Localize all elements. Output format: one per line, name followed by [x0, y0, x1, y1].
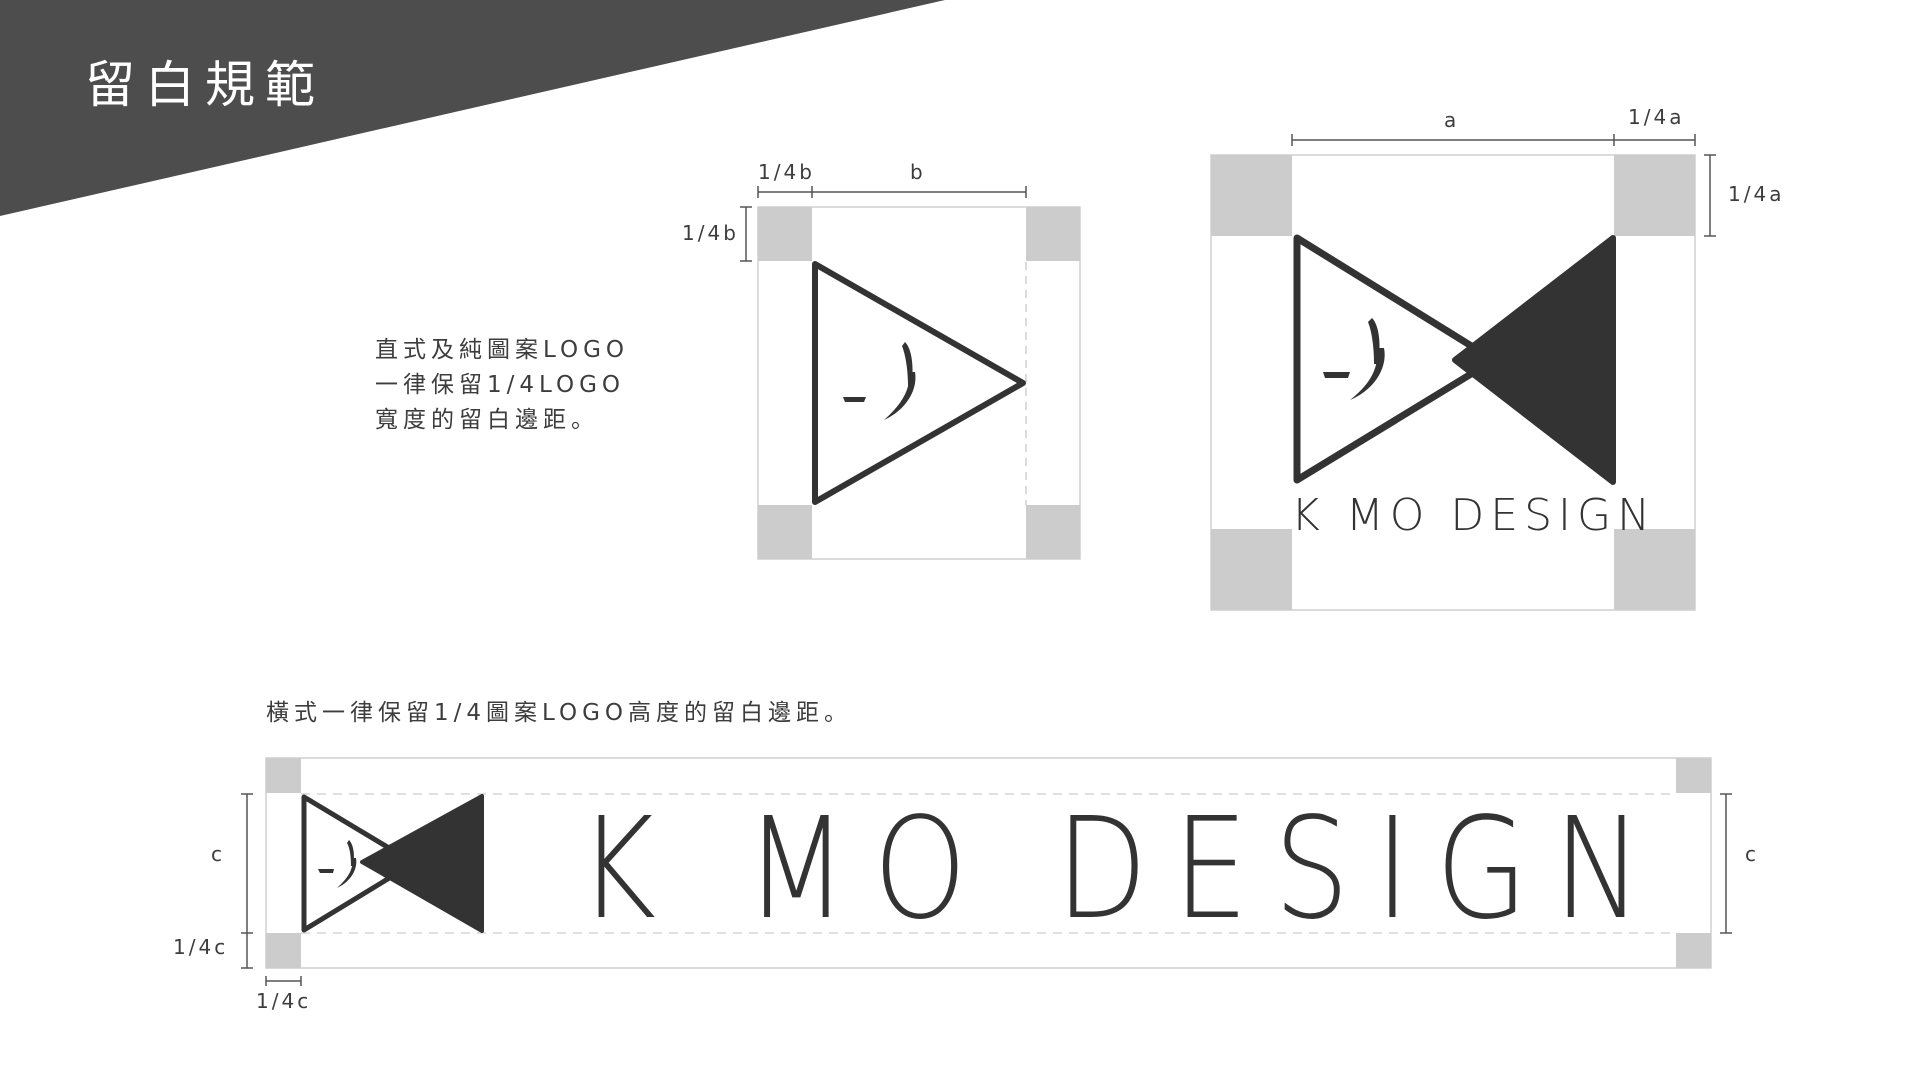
- vertical-description-line-3: 寬度的留白邊距。: [375, 407, 599, 433]
- vertical-logo-spec: 直式及純圖案LOGO 一律保留1/4LOGO 寬度的留白邊距。 1/4b b 1…: [375, 160, 1081, 560]
- square-wordmark: K MO DESIGN: [1291, 490, 1656, 541]
- margin-block-top-left: [1211, 155, 1292, 236]
- margin-block-bottom-right: [1676, 933, 1711, 968]
- dim-label-bottom-quarter: 1/4c: [256, 989, 311, 1013]
- triangle-logo-icon: [812, 261, 1026, 505]
- dim-label-left-main: c: [211, 842, 225, 866]
- dim-label-left-quarter: 1/4b: [682, 221, 739, 245]
- horizontal-wordmark: K MO DESIGN: [578, 788, 1668, 951]
- square-frame: [1210, 154, 1696, 611]
- margin-block-bottom-left: [266, 933, 301, 968]
- vertical-frame: [757, 206, 1081, 560]
- title-banner: [0, 0, 945, 216]
- margin-block-bottom-left: [758, 505, 812, 559]
- margin-block-top-right: [1026, 207, 1080, 261]
- bowtie-logo-icon: [301, 794, 484, 933]
- margin-block-top-right: [1676, 758, 1711, 793]
- dim-label-top-main: a: [1444, 108, 1459, 132]
- margin-block-top-left: [758, 207, 812, 261]
- dim-label-top-quarter: 1/4b: [758, 160, 815, 184]
- dim-label-top-main: b: [910, 160, 926, 184]
- square-logo-spec: K MO DESIGN a 1/4a 1/4a: [1210, 105, 1784, 611]
- page-title: 留白規範: [85, 56, 325, 114]
- dim-label-right-quarter: 1/4a: [1728, 182, 1784, 206]
- dim-label-left-quarter: 1/4c: [173, 935, 228, 959]
- bowtie-logo-icon: [1293, 234, 1616, 485]
- dim-label-top-quarter: 1/4a: [1628, 105, 1684, 129]
- margin-block-bottom-right: [1614, 529, 1695, 610]
- vertical-description-line-2: 一律保留1/4LOGO: [375, 372, 625, 398]
- margin-block-bottom-left: [1211, 529, 1292, 610]
- vertical-description-line-1: 直式及純圖案LOGO: [375, 337, 629, 363]
- horizontal-description: 橫式一律保留1/4圖案LOGO高度的留白邊距。: [266, 700, 852, 726]
- margin-block-bottom-right: [1026, 505, 1080, 559]
- horizontal-logo-spec: 橫式一律保留1/4圖案LOGO高度的留白邊距。 K MO DESIGN c 1/…: [173, 700, 1759, 1013]
- dim-label-right-main: c: [1745, 842, 1759, 866]
- margin-block-top-left: [266, 758, 301, 793]
- margin-block-top-right: [1614, 155, 1695, 236]
- horizontal-frame: [265, 757, 1712, 969]
